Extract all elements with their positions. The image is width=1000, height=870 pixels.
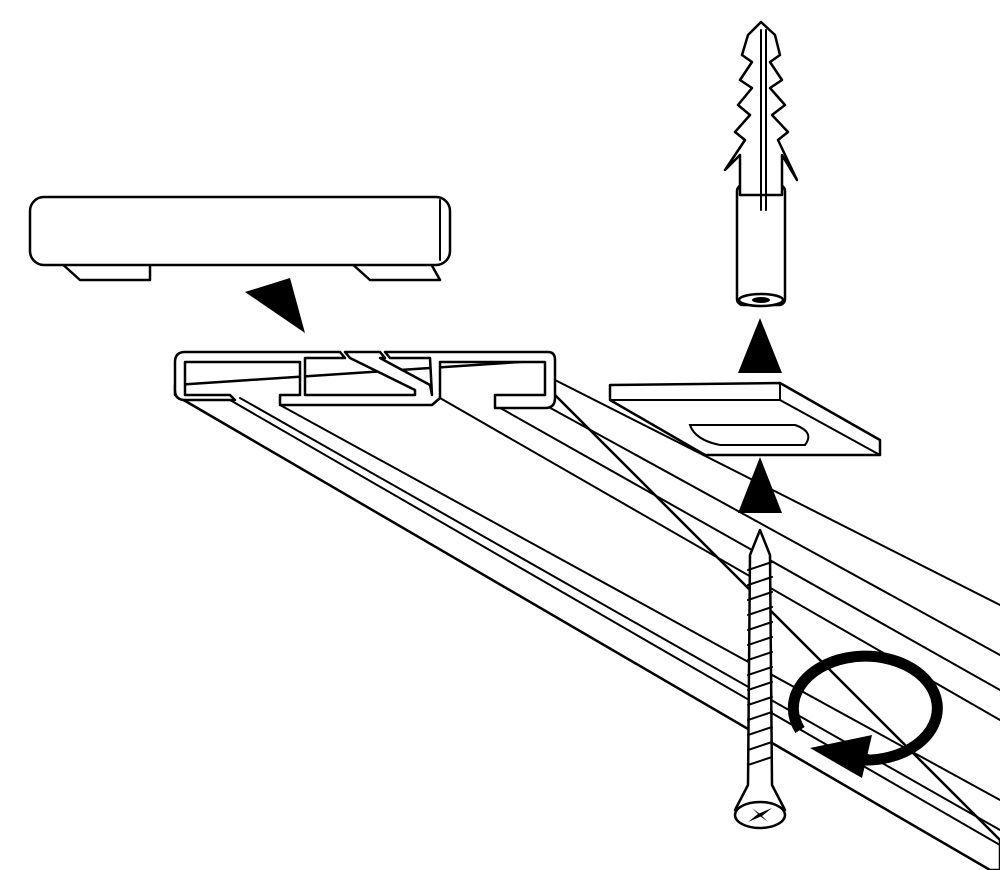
wall-plug <box>723 20 799 308</box>
curtain-rail <box>173 350 1000 870</box>
end-cap-arrow <box>245 278 305 333</box>
screw-arrow <box>738 457 782 513</box>
plug-arrow <box>738 318 782 373</box>
screw <box>733 528 787 830</box>
rotation-arrow <box>787 650 943 778</box>
end-cap <box>28 195 452 282</box>
mounting-bracket <box>608 381 882 457</box>
